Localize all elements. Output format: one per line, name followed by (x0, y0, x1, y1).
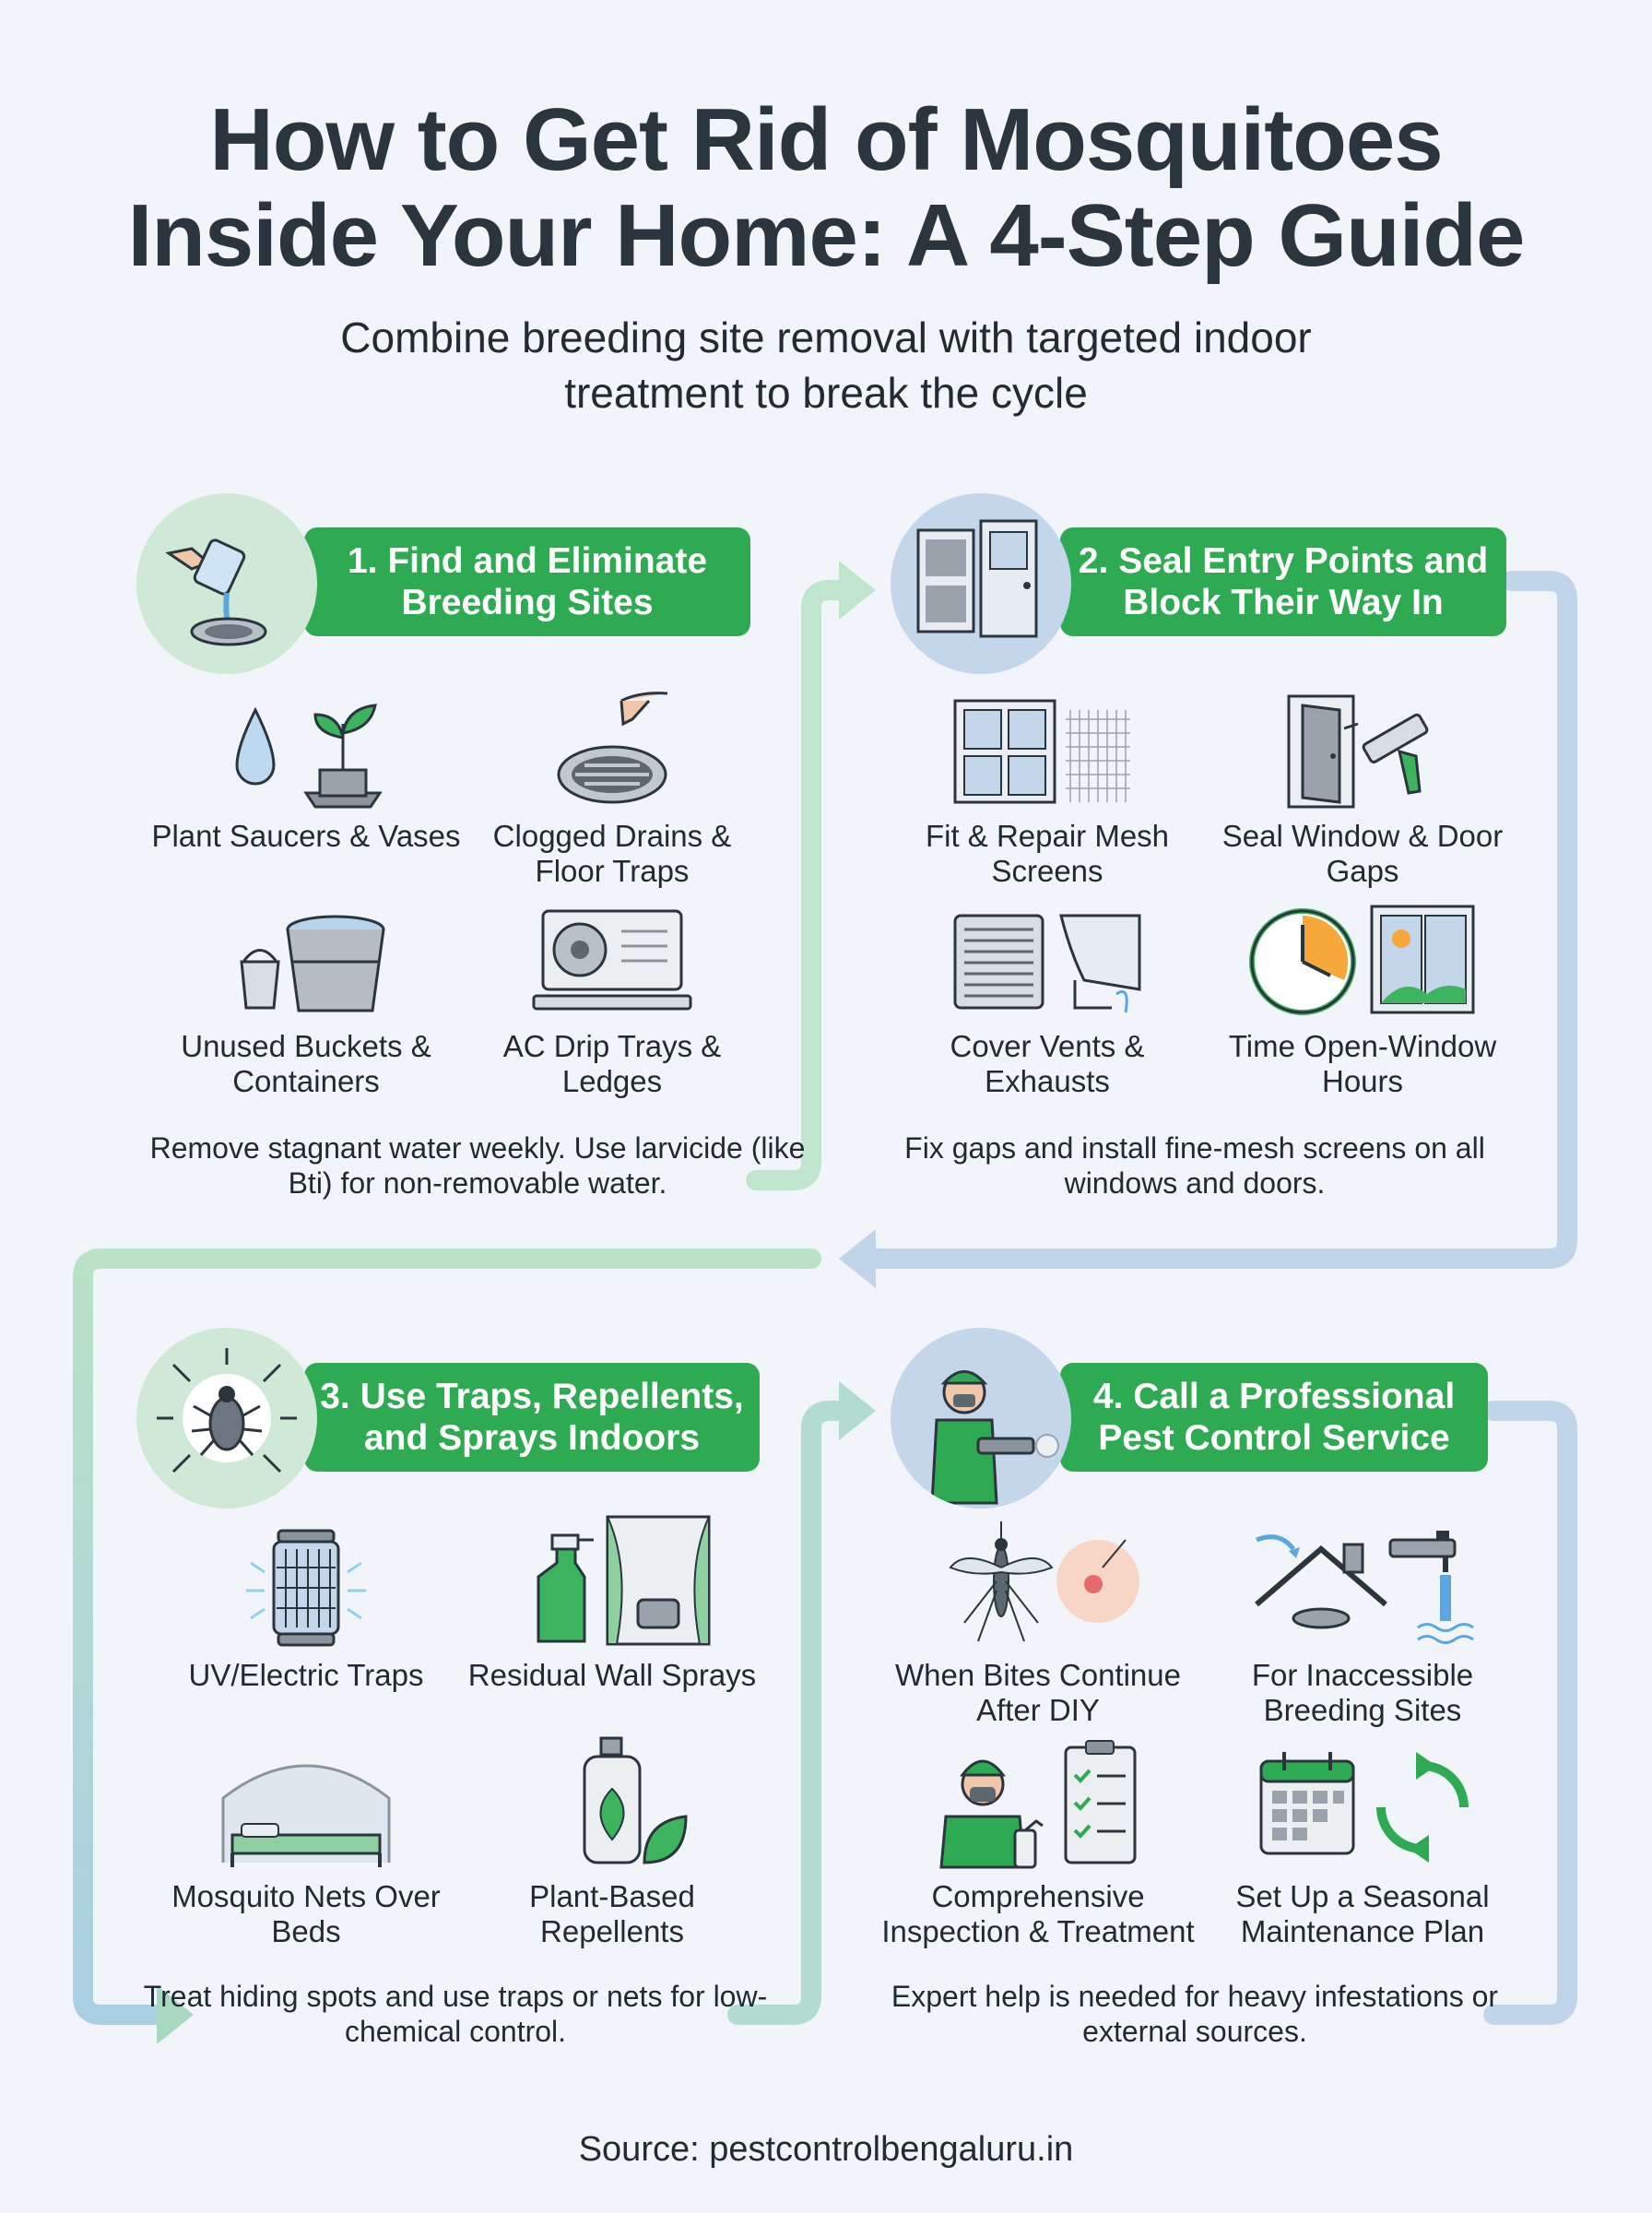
water-drop-plant-icon (235, 704, 383, 809)
pour-water-drain-icon (165, 538, 267, 646)
step-1-item-3-label: Unused Buckets & Containers (181, 1029, 431, 1098)
arrow-head-step4 (839, 1381, 876, 1440)
step-3-item-2: Residual Wall Sprays (455, 1512, 769, 1693)
step-4-item-2-label: For Inaccessible Breeding Sites (1251, 1658, 1474, 1727)
title-line-2: Inside Your Home: A 4-Step Guide (127, 186, 1526, 285)
spray-bottle-icon (537, 1515, 711, 1646)
step-1-item-1: Plant Saucers & Vases (149, 673, 463, 854)
technician-checklist-icon (939, 1740, 1137, 1869)
drain-icon (557, 692, 668, 804)
step-3-title: 3. Use Traps, Repellents, and Sprays Ind… (320, 1377, 744, 1458)
step-4-title: 4. Call a Professional Pest Control Serv… (1092, 1377, 1456, 1458)
step-2-item-4: Time Open-Window Hours (1206, 883, 1519, 1099)
arrow-head-step3 (157, 1985, 194, 2044)
step-2-item-2-label: Seal Window & Door Gaps (1221, 819, 1504, 888)
bucket-icon (240, 915, 385, 1012)
mosquito-bite-icon (949, 1521, 1139, 1642)
step-3-item-3-label: Mosquito Nets Over Beds (171, 1879, 441, 1948)
step-3-item-1-label: UV/Electric Traps (188, 1658, 424, 1692)
step-1-item-2-label: Clogged Drains & Floor Traps (492, 819, 732, 888)
arrow-step3-to-step4 (727, 1401, 849, 2025)
arrow-head-row2 (839, 1229, 876, 1288)
arrow-left-to-step3 (73, 1249, 821, 2025)
step-4-item-3-label: Comprehensive Inspection & Treatment (881, 1879, 1195, 1948)
step-3-item-1: UV/Electric Traps (149, 1512, 463, 1693)
step-3-summary: Treat hiding spots and use traps or nets… (143, 1980, 768, 2048)
arrow-step4-end (1483, 1401, 1577, 2025)
step-3-header: 3. Use Traps, Repellents, and Sprays Ind… (304, 1363, 760, 1472)
step-3-item-2-label: Residual Wall Sprays (467, 1658, 757, 1692)
step-4-item-2: For Inaccessible Breeding Sites (1206, 1512, 1519, 1728)
step-2-item-1-label: Fit & Repair Mesh Screens (925, 819, 1170, 888)
step-2-circle (891, 493, 1071, 674)
step-1-summary: Remove stagnant water weekly. Use larvic… (149, 1131, 806, 1200)
step-1-item-3: Unused Buckets & Containers (149, 883, 463, 1099)
arrow-step2-to-row2 (866, 571, 1577, 1269)
ac-unit-icon (532, 909, 692, 1011)
title-line-1: How to Get Rid of Mosquitoes (209, 90, 1443, 189)
step-4-header: 4. Call a Professional Pest Control Serv… (1060, 1363, 1488, 1472)
step-1-item-2: Clogged Drains & Floor Traps (455, 673, 769, 889)
door-caulk-gun-icon (1287, 694, 1429, 809)
window-door-icon (916, 519, 1038, 638)
step-2-item-1: Fit & Repair Mesh Screens (891, 673, 1204, 889)
clock-window-icon (1249, 905, 1475, 1015)
step-2-header: 2. Seal Entry Points and Block Their Way… (1060, 527, 1506, 636)
step-2-item-2: Seal Window & Door Gaps (1206, 673, 1519, 889)
step-3-circle (136, 1328, 317, 1509)
step-1-item-4: AC Drip Trays & Ledges (455, 883, 769, 1099)
step-2-summary: Fix gaps and install fine-mesh screens o… (904, 1131, 1485, 1200)
step-1-item-4-label: AC Drip Trays & Ledges (502, 1029, 722, 1098)
technician-fogger-icon (930, 1370, 1059, 1505)
mosquito-target-icon (157, 1348, 297, 1473)
subtitle: Combine breeding site removal with targe… (340, 314, 1312, 417)
vent-cover-icon (953, 914, 1141, 1013)
step-2-item-3: Cover Vents & Exhausts (891, 883, 1204, 1099)
step-1-title: 1. Find and Eliminate Breeding Sites (347, 541, 708, 622)
step-4-item-1-label: When Bites Continue After DIY (894, 1658, 1181, 1727)
step-3-item-4: Plant-Based Repellents (455, 1734, 769, 1949)
step-1-circle (136, 493, 317, 674)
step-2-item-4-label: Time Open-Window Hours (1228, 1029, 1497, 1098)
leaf-spray-icon (583, 1736, 688, 1864)
step-2-title: 2. Seal Entry Points and Block Their Way… (1078, 541, 1489, 622)
step-3-item-3: Mosquito Nets Over Beds (149, 1734, 463, 1949)
step-4-summary: Expert help is needed for heavy infestat… (891, 1980, 1499, 2048)
step-2-item-3-label: Cover Vents & Exhausts (950, 1029, 1145, 1098)
step-4-item-1: When Bites Continue After DIY (881, 1512, 1195, 1728)
arrow-step1-to-step2 (746, 580, 849, 1190)
arrow-head-step2 (839, 561, 876, 620)
bed-net-icon (221, 1764, 391, 1867)
calendar-cycle-icon (1259, 1752, 1469, 1863)
step-1-header: 1. Find and Eliminate Breeding Sites (304, 527, 750, 636)
window-mesh-icon (953, 699, 1130, 804)
step-4-item-4: Set Up a Seasonal Maintenance Plan (1206, 1734, 1519, 1949)
step-3-item-4-label: Plant-Based Repellents (529, 1879, 695, 1948)
step-4-item-4-label: Set Up a Seasonal Maintenance Plan (1235, 1879, 1490, 1948)
source-credit: Source: pestcontrolbengaluru.in (578, 2130, 1074, 2169)
roof-drain-tap-icon (1255, 1531, 1474, 1644)
page-title: How to Get Rid of Mosquitoes Inside Your… (0, 92, 1652, 284)
step-4-circle (891, 1328, 1071, 1509)
uv-trap-icon (246, 1529, 366, 1647)
step-4-item-3: Comprehensive Inspection & Treatment (881, 1734, 1195, 1949)
step-1-item-1-label: Plant Saucers & Vases (151, 819, 461, 853)
